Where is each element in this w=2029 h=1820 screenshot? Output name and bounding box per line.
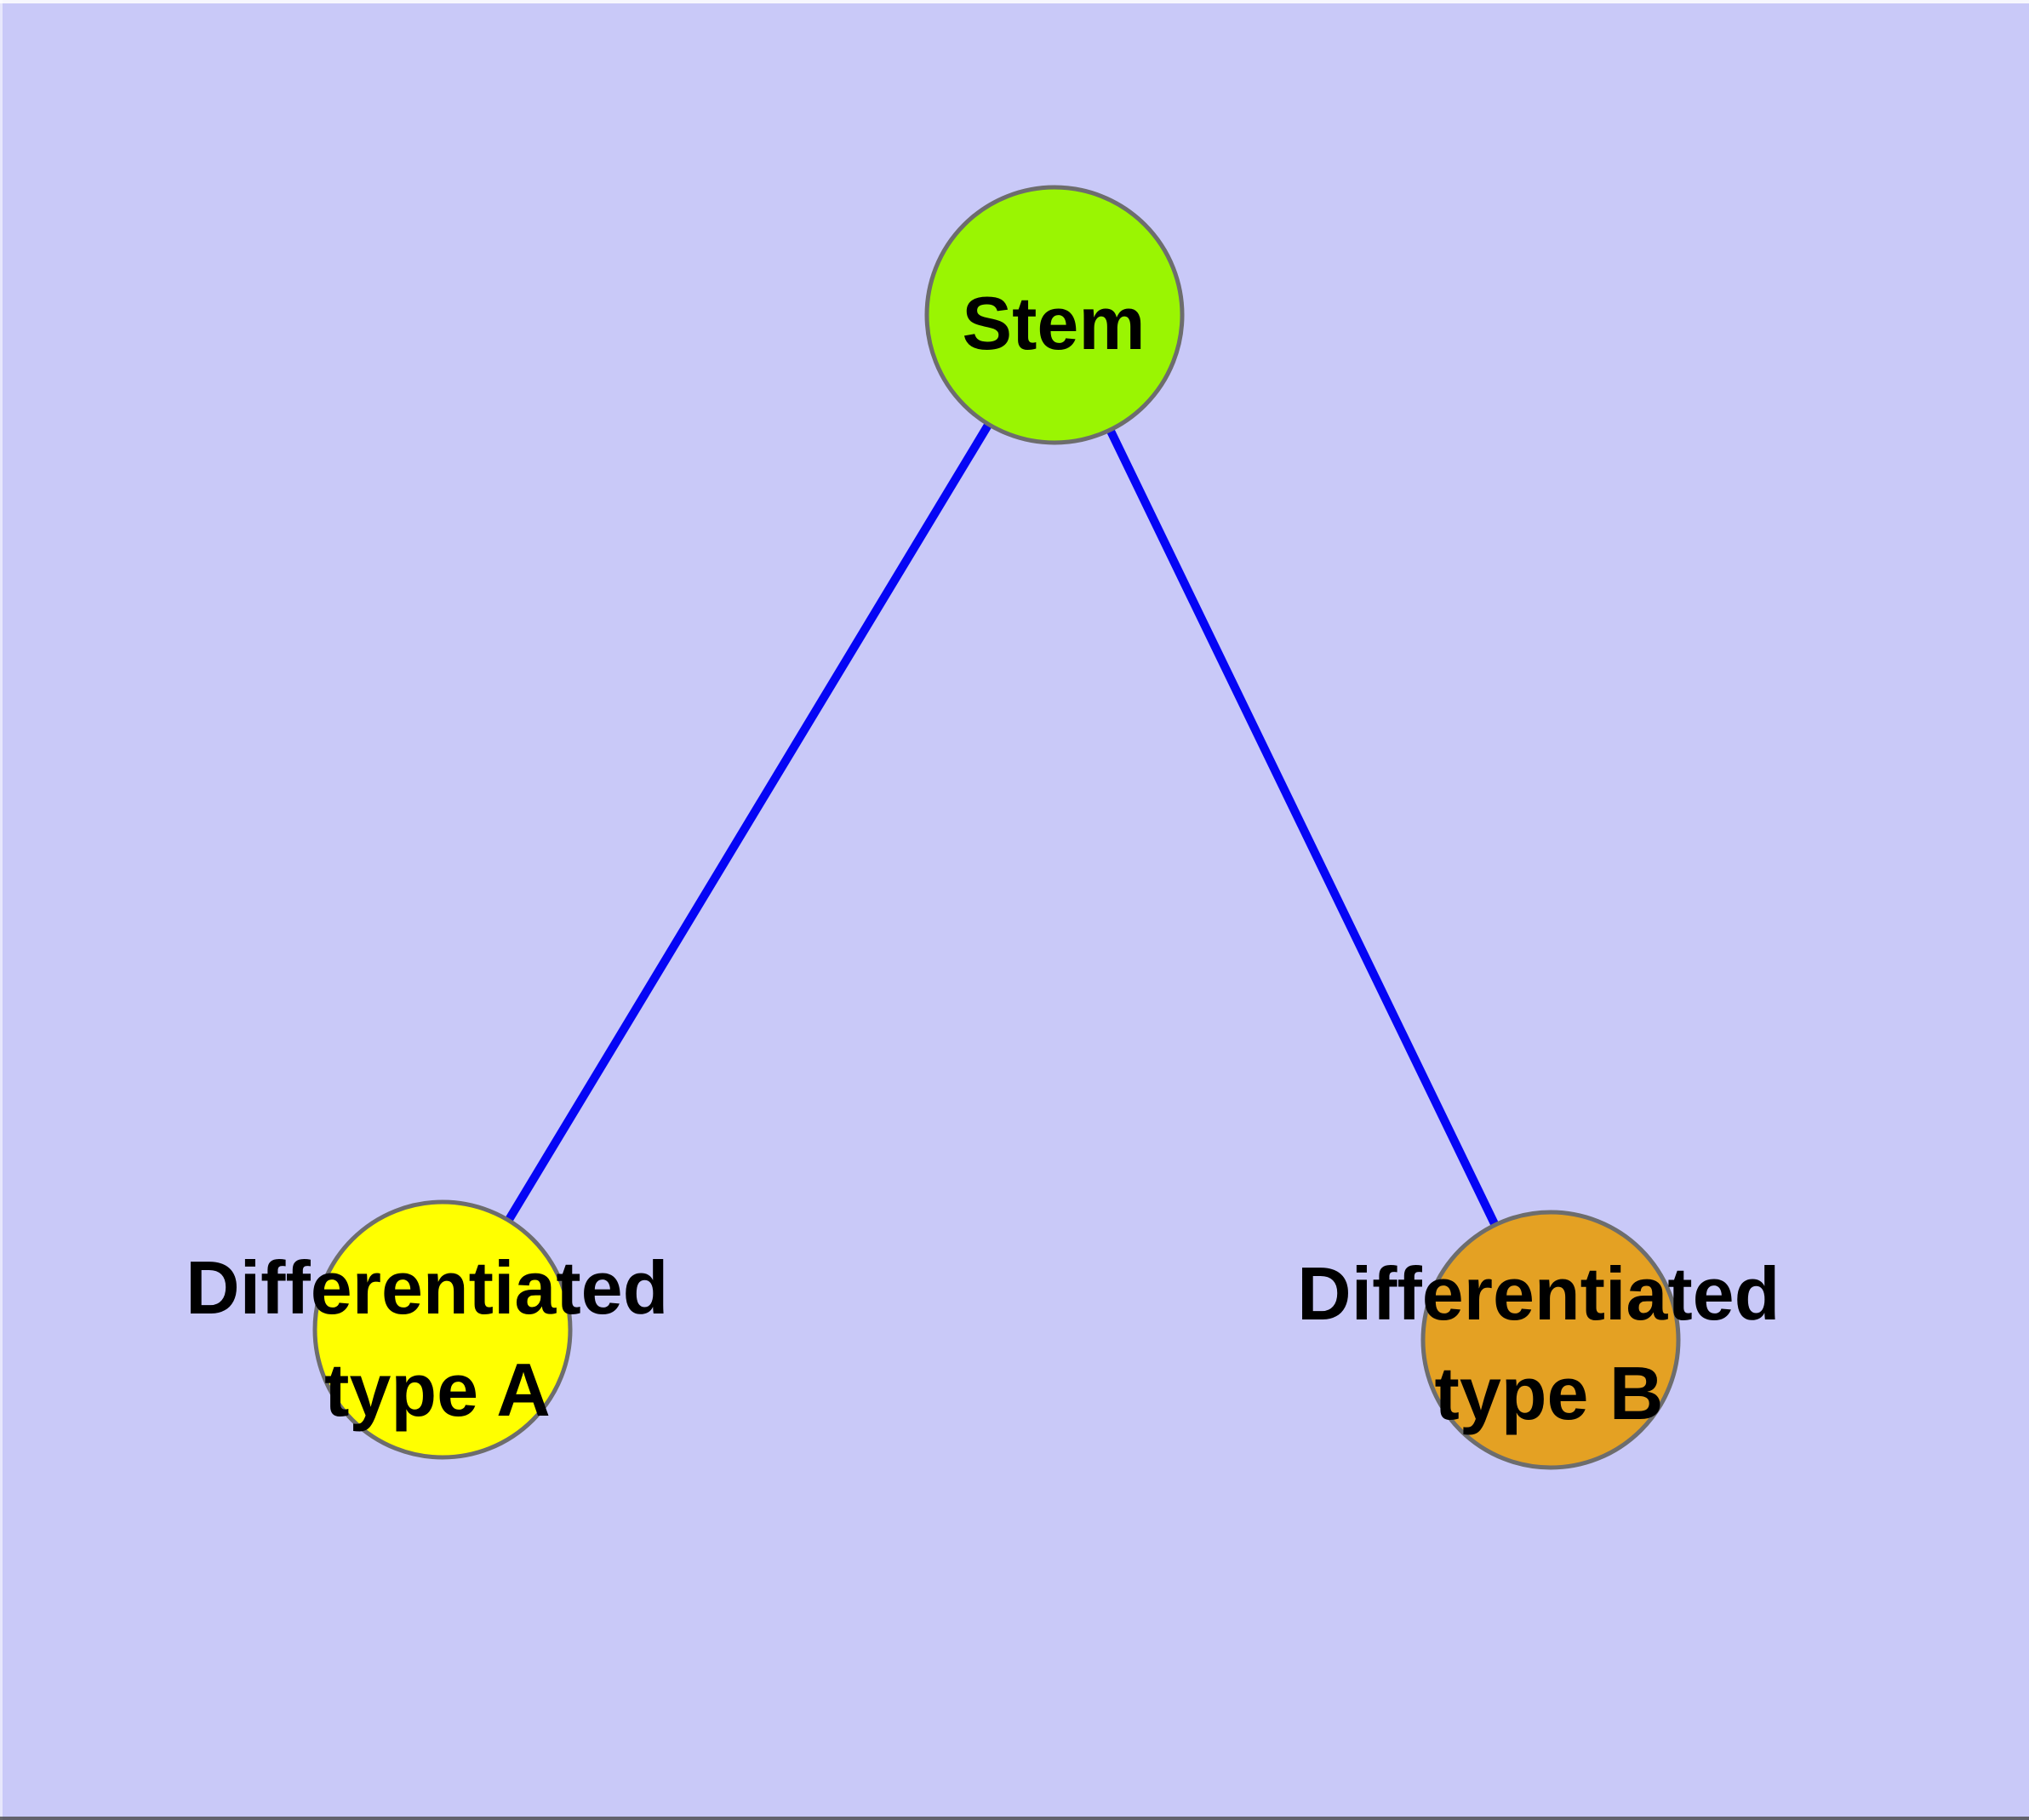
frame-edge-bottom: [0, 1817, 2029, 1820]
frame-edge-top: [0, 0, 2029, 3]
edge-stem-to-type-b: [1050, 312, 1555, 1342]
label-line: Differentiated: [186, 1245, 668, 1330]
edge-stem-to-type-a: [438, 312, 1059, 1332]
label-line: type B: [1435, 1351, 1664, 1435]
node-stem-label: Stem: [962, 281, 1145, 365]
node-differentiated-type-a-label: Differentiated type A: [186, 1245, 689, 1432]
node-differentiated-type-b-label: Differentiated type B: [1297, 1251, 1801, 1435]
label-line: Differentiated: [1297, 1251, 1780, 1336]
node-stem-circle: [924, 185, 1185, 445]
frame-edge-left: [0, 0, 3, 1820]
node-differentiated-type-b-circle: [1420, 1210, 1681, 1470]
label-line: type A: [324, 1348, 551, 1432]
node-differentiated-type-a-circle: [312, 1199, 573, 1460]
